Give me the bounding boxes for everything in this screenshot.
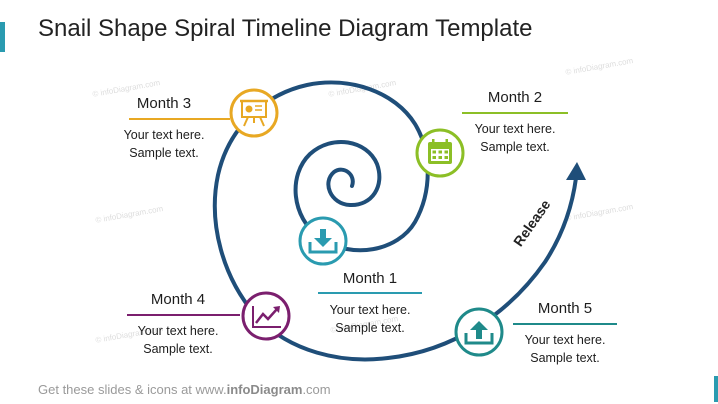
page-title: Snail Shape Spiral Timeline Diagram Temp… (38, 15, 533, 42)
accent-tab-left (0, 22, 5, 52)
month4-title: Month 4 (150, 291, 206, 308)
footer-prefix: Get these slides & icons at www. (38, 382, 227, 397)
month2-line1: Your text here. (474, 122, 556, 136)
footer: Get these slides & icons at www.infoDiag… (38, 382, 331, 397)
month5-title: Month 5 (537, 300, 593, 317)
month1-line2: Sample text. (335, 321, 405, 335)
month3-line2: Sample text. (129, 146, 199, 160)
month2-block: Month 2 Your text here. Sample text. (455, 89, 575, 156)
month1-block: Month 1 Your text here. Sample text. (310, 270, 430, 337)
spiral-path (212, 80, 578, 362)
upload-icon (454, 307, 504, 357)
month3-line1: Your text here. (123, 128, 205, 142)
month4-text: Your text here. Sample text. (118, 322, 238, 358)
month4-line2: Sample text. (143, 342, 213, 356)
download-icon (298, 216, 348, 266)
presentation-icon (229, 88, 279, 138)
month5-line2: Sample text. (530, 351, 600, 365)
month1-text: Your text here. Sample text. (310, 301, 430, 337)
calendar-icon (415, 128, 465, 178)
month3-block: Month 3 Your text here. Sample text. (104, 95, 224, 162)
footer-suffix: .com (302, 382, 331, 397)
month5-text: Your text here. Sample text. (505, 331, 625, 367)
chart-trend-icon (241, 291, 291, 341)
month5-block: Month 5 Your text here. Sample text. (505, 300, 625, 367)
month2-text: Your text here. Sample text. (455, 120, 575, 156)
month2-title: Month 2 (487, 89, 543, 106)
month1-line1: Your text here. (329, 303, 411, 317)
month5-line1: Your text here. (524, 333, 606, 347)
arrow-head (566, 162, 586, 180)
month4-line1: Your text here. (137, 324, 219, 338)
month3-text: Your text here. Sample text. (104, 126, 224, 162)
footer-brand: infoDiagram (226, 382, 303, 397)
month2-line2: Sample text. (480, 140, 550, 154)
month4-block: Month 4 Your text here. Sample text. (118, 291, 238, 358)
month3-title: Month 3 (136, 95, 192, 112)
accent-tab-right (714, 376, 718, 402)
month1-title: Month 1 (342, 270, 398, 287)
